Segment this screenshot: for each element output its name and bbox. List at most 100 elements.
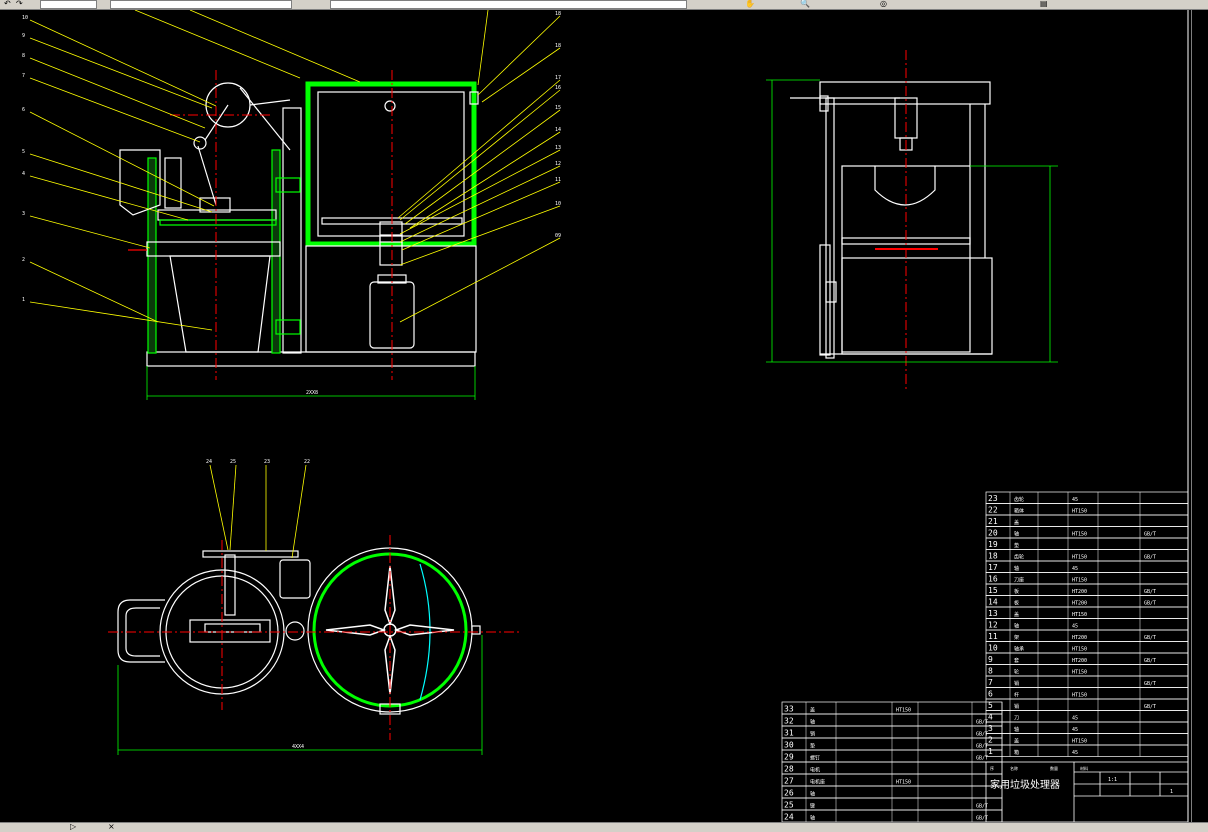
bom-cell-name: 轴承 xyxy=(1014,646,1024,653)
svg-text:15: 15 xyxy=(555,105,561,111)
bom-cell-name: 板 xyxy=(1014,600,1019,607)
bom-cell-name: 架 xyxy=(1014,635,1019,641)
svg-text:10: 10 xyxy=(555,201,561,207)
bom-cell-no: 21 xyxy=(988,517,998,526)
bom-cell-std: GB/T xyxy=(1144,704,1156,710)
svg-text:16: 16 xyxy=(555,85,561,91)
bom-cell-no: 1 xyxy=(988,747,993,756)
svg-text:3: 3 xyxy=(22,211,25,217)
bom-cell-std: GB/T xyxy=(1144,681,1156,687)
bom-cell-no: 33 xyxy=(784,705,794,714)
svg-text:13: 13 xyxy=(555,145,561,151)
pan-icon[interactable]: ✋ xyxy=(745,0,755,8)
layer-dropdown[interactable] xyxy=(40,0,97,9)
svg-text:24: 24 xyxy=(206,459,212,465)
bom-cell-name: 箱 xyxy=(1014,749,1019,756)
bom-cell-std: GB/T xyxy=(1144,601,1156,607)
svg-text:12: 12 xyxy=(555,161,561,167)
properties-icon[interactable]: ▤ xyxy=(1040,0,1048,8)
bom-cell-name: 轴 xyxy=(1014,726,1019,733)
bom-cell-no: 26 xyxy=(784,789,794,798)
bom-cell-no: 24 xyxy=(784,813,794,822)
bom-cell-std: GB/T xyxy=(976,816,988,822)
bom-cell-mat: HT150 xyxy=(1072,555,1087,561)
svg-text:23: 23 xyxy=(264,459,270,465)
svg-text:11: 11 xyxy=(555,177,561,183)
front-centerlines xyxy=(170,70,393,380)
bom-cell-name: 轴 xyxy=(1014,531,1019,538)
drawing-title: 家用垃圾处理器 xyxy=(990,778,1060,791)
bom-cell-no: 7 xyxy=(988,678,993,687)
close-icon[interactable]: × xyxy=(108,822,115,831)
redo-icon[interactable]: ↷ xyxy=(16,0,23,8)
bom-cell-mat: 45 xyxy=(1072,716,1078,722)
zoom-icon[interactable]: 🔍 xyxy=(800,0,810,8)
bom-cell-no: 10 xyxy=(988,644,998,653)
bom-cell-name: 垫 xyxy=(1014,542,1019,549)
vertical-scrollbar[interactable] xyxy=(1191,10,1208,822)
bom-row: 19 垫 xyxy=(985,537,1189,550)
side-dimensions xyxy=(766,79,1058,363)
bom-cell-name: 套 xyxy=(1014,657,1019,664)
svg-text:17: 17 xyxy=(555,75,561,81)
bom-cell-name: 盖 xyxy=(810,707,815,714)
bom-cell-name: 箱体 xyxy=(1014,508,1024,515)
bom-cell-mat: 45 xyxy=(1072,624,1078,630)
front-leader-numbers: 10 9 8 7 6 5 4 3 2 1 18 18 17 16 15 14 1… xyxy=(22,11,561,303)
drawing-canvas[interactable]: 10 9 8 7 6 5 4 3 2 1 18 18 17 16 15 14 1… xyxy=(0,10,1191,822)
bom-cell-no: 6 xyxy=(988,690,993,699)
plan-view xyxy=(117,547,481,715)
svg-text:10: 10 xyxy=(22,15,28,21)
bom-cell-mat: HT150 xyxy=(1072,612,1087,618)
bom-cell-mat: HT150 xyxy=(1072,739,1087,745)
svg-text:1: 1 xyxy=(22,297,25,303)
lineweight-dropdown[interactable] xyxy=(330,0,687,9)
side-view xyxy=(790,81,993,359)
svg-text:5: 5 xyxy=(22,149,25,155)
cad-toolbar: ↶ ↷ ✋ 🔍 ◎ ▤ xyxy=(0,0,1208,10)
bom-cell-no: 15 xyxy=(988,586,998,595)
bom-cell-no: 3 xyxy=(988,724,993,733)
bom-cell-mat: HT200 xyxy=(1072,601,1087,607)
plan-leader-numbers: 24 25 23 22 xyxy=(206,459,310,465)
bom-cell-mat: HT150 xyxy=(896,780,911,786)
bom-cell-name: 键 xyxy=(810,803,815,810)
svg-text:14: 14 xyxy=(555,127,561,133)
bom-cell-no: 32 xyxy=(784,717,794,726)
arrow-icon[interactable]: ▷ xyxy=(70,822,77,831)
bom-cell-name: 轴 xyxy=(810,791,815,798)
bom-cell-no: 25 xyxy=(784,801,794,810)
bom-cell-std: GB/T xyxy=(976,720,988,726)
bom-cell-mat: HT200 xyxy=(1072,589,1087,595)
bom-row: 26 轴 xyxy=(781,785,1003,799)
linetype-dropdown[interactable] xyxy=(110,0,292,9)
bom-cell-mat: HT150 xyxy=(1072,509,1087,515)
layer-icon[interactable]: ◎ xyxy=(880,0,887,8)
svg-text:7: 7 xyxy=(22,73,25,79)
plan-cutter-blades xyxy=(325,565,455,695)
bom-cell-no: 31 xyxy=(784,729,794,738)
bom-cell-no: 19 xyxy=(988,540,998,549)
undo-icon[interactable]: ↶ xyxy=(4,0,11,8)
bom-cell-no: 18 xyxy=(988,552,998,561)
svg-text:6: 6 xyxy=(22,107,25,113)
front-width-label: 2XX8 xyxy=(306,390,318,396)
